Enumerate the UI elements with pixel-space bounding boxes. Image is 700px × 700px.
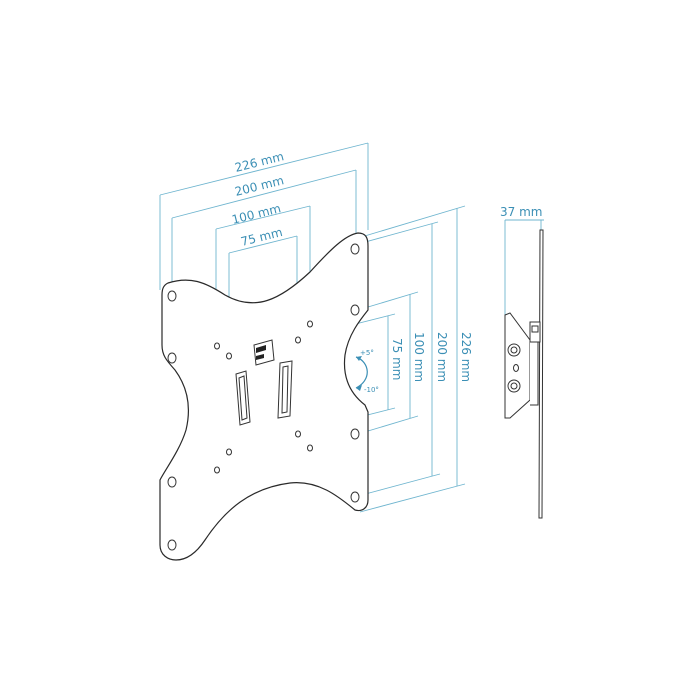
h-dim-label-75: 75 mm [239, 225, 284, 249]
lock-clip [253, 339, 275, 366]
tilt-up-label: +5° [360, 349, 374, 357]
mounting-holes [167, 243, 360, 551]
v-dim-label-200: 200 mm [435, 332, 449, 382]
mount-plate [159, 232, 369, 561]
h-dim-label-226: 226 mm [233, 149, 285, 175]
side-depth-label: 37 mm [500, 205, 542, 219]
tilt-indicator: +5° -10° [355, 349, 379, 394]
tilt-down-label: -10° [364, 386, 379, 394]
h-dim-label-100: 100 mm [230, 201, 282, 227]
vertical-dimension-226 [357, 205, 466, 513]
vertical-dimension-200 [357, 221, 441, 497]
side-view: 37 mm [500, 205, 544, 519]
mounting-slots [235, 360, 293, 426]
horizontal-dimension-226 [159, 142, 369, 290]
v-dim-label-100: 100 mm [412, 332, 426, 382]
v-dim-label-75: 75 mm [390, 338, 404, 380]
vesa-holes [214, 320, 313, 474]
v-dim-label-226: 226 mm [459, 332, 473, 382]
